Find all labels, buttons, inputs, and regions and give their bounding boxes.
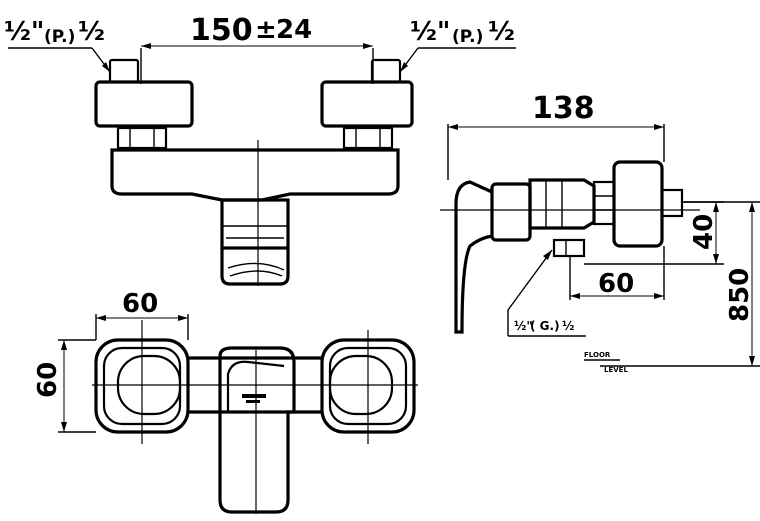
- plan-lever-handle: [218, 346, 296, 514]
- dim-plan-height: 60: [33, 362, 63, 398]
- right-inlet-nut: [370, 58, 402, 84]
- right-inlet-callout: ½" (P.) ½: [399, 17, 516, 73]
- dim-tolerance-sign: ±: [255, 15, 277, 45]
- front-handle: [220, 248, 290, 286]
- right-eccentric-body: [320, 80, 414, 128]
- right-hex-nut: [342, 126, 394, 150]
- side-inlet-stub: [660, 188, 684, 218]
- outlet-callout: ½" ( G.) ½: [507, 249, 586, 337]
- dim-plan-width: 60: [122, 289, 158, 319]
- left-inlet-type: (P.): [44, 27, 75, 47]
- plan-view: 60 60: [33, 289, 418, 514]
- side-wall-block: [612, 160, 664, 248]
- floor-label: FLOOR: [584, 351, 611, 359]
- dim-side-850: 850: [725, 268, 755, 322]
- outlet-type: ( G.): [530, 319, 560, 333]
- side-view: 138 60 40 850 FLOOR LEVEL: [440, 91, 760, 374]
- side-lever: [454, 180, 493, 334]
- left-inlet-nut: [108, 58, 140, 84]
- left-inlet-callout: ½" (P.) ½: [4, 17, 111, 73]
- front-view: 150 ± 24 ½" (P.) ½ ½" (P.) ½: [4, 13, 516, 286]
- cartridge-block: [220, 198, 290, 250]
- outlet-size-a: ½": [514, 319, 533, 333]
- dim-side-60: 60: [598, 269, 634, 299]
- left-eccentric-body: [94, 80, 194, 128]
- outlet-size-b: ½: [562, 319, 574, 333]
- mixer-main-body: [110, 148, 400, 202]
- level-label: LEVEL: [604, 366, 628, 374]
- side-hex-nut: [592, 180, 616, 226]
- right-inlet-type: (P.): [452, 27, 483, 47]
- side-outlet: [552, 238, 586, 258]
- right-inlet-size-b: ½: [488, 17, 515, 47]
- right-inlet-size-a: ½": [410, 17, 450, 47]
- dim-tolerance: 24: [276, 15, 312, 45]
- left-hex-nut: [116, 126, 168, 150]
- left-inlet-size-a: ½": [4, 17, 44, 47]
- dim-150: 150: [190, 13, 253, 48]
- floor-level-label: FLOOR LEVEL: [584, 351, 628, 374]
- left-inlet-size-b: ½: [78, 17, 105, 47]
- dim-side-depth: 138: [532, 91, 595, 126]
- dim-side-40: 40: [689, 214, 719, 250]
- side-main-body: [490, 182, 532, 242]
